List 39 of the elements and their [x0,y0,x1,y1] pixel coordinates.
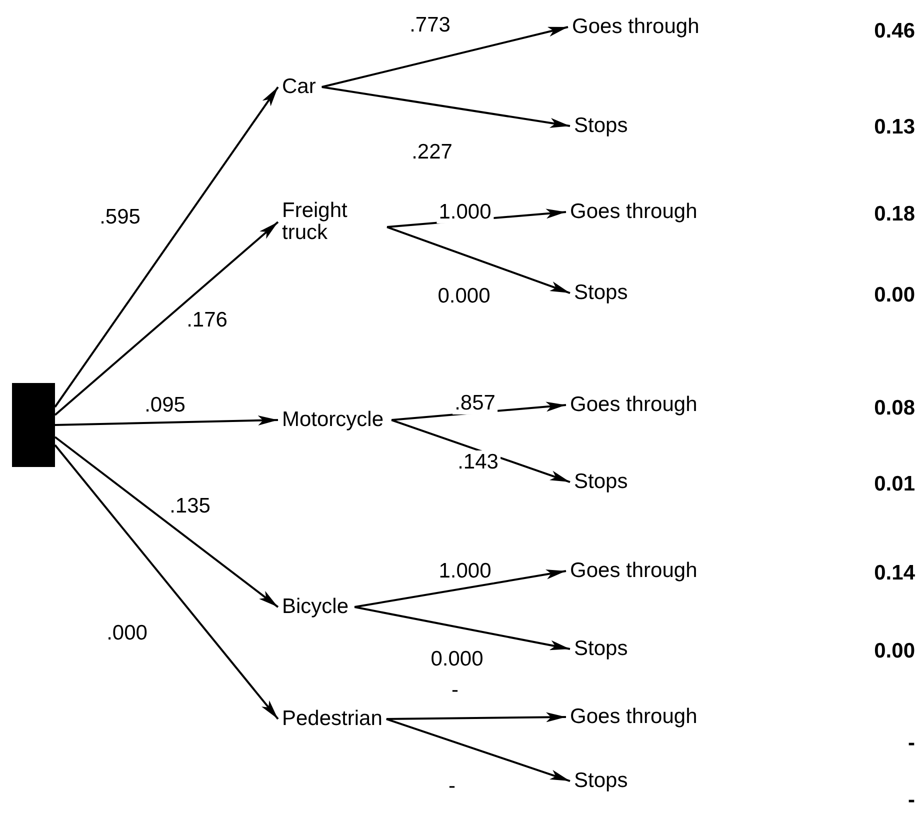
arrow [54,86,279,408]
probability-value: 0.00 [874,639,915,663]
block [12,383,55,467]
node-label: Stops [574,471,628,494]
node-label: Goes through [570,201,698,224]
arrow [54,415,278,426]
arrow [354,569,566,608]
node-label: Stops [574,282,628,304]
probability-value: 0.46 [874,19,915,43]
node-label: Pedestrian [282,708,382,730]
arrow [322,86,570,128]
node-label: Stops [574,115,628,138]
node-label: Goes through [570,560,698,582]
arrow [391,419,570,483]
node-label: Goes through [570,706,698,728]
node-label: Stops [574,638,628,660]
probability-value: 0.00 [874,283,915,307]
probability-value: - [908,731,915,755]
probability-value: 0.01 [874,472,915,496]
node-label: Freight truck [282,200,377,244]
arrow [322,26,568,88]
probability-value: - [908,788,915,812]
probability-value: 0.14 [874,561,915,585]
node-label: Motorcycle [282,409,384,432]
node-label: Stops [574,770,628,792]
arrow [386,226,570,294]
arrow [54,436,279,608]
arrow [54,221,279,416]
probability-value: 0.18 [874,202,915,226]
arrow [386,718,570,782]
arrow [354,606,570,650]
arrow [386,712,566,722]
probability-value: 0.13 [874,115,915,139]
probability-value: 0.08 [874,396,915,420]
node-label: Bicycle [282,596,349,618]
node-label: Goes through [572,16,700,38]
node-label: Car [282,76,316,98]
arrow [54,444,279,720]
node-label: Goes through [570,394,698,416]
